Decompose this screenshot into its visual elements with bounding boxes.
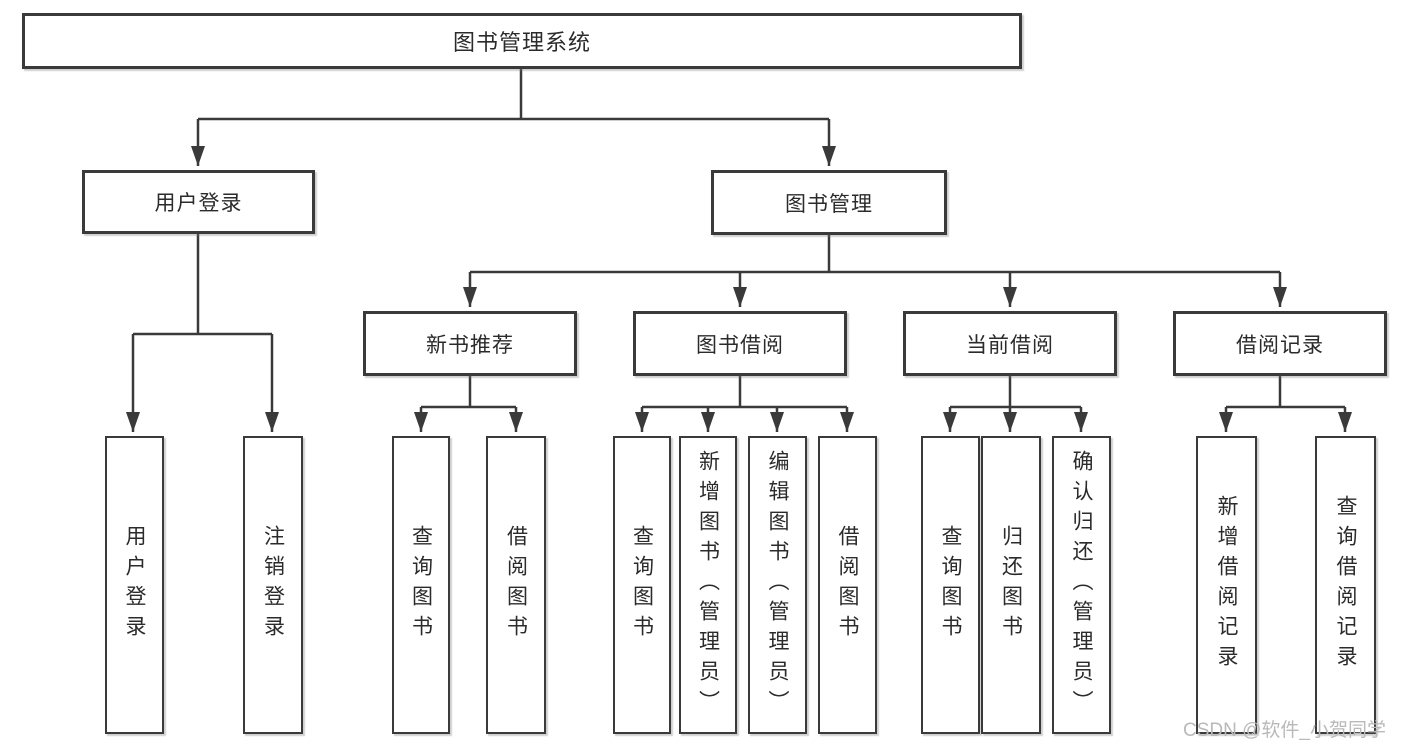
node-book-borrow: 图书借阅 — [633, 311, 847, 376]
leaf-br-add-record-label: 新增借阅记录 — [1215, 495, 1238, 675]
node-borrow-records-label: 借阅记录 — [1236, 333, 1324, 357]
connector-current-borrow-tee — [950, 376, 1081, 409]
leaf-br-query-record: 查询借阅记录 — [1315, 436, 1376, 734]
leaf-bb-add-books: 新增图书（管理员） — [679, 436, 737, 734]
leaf-user-login-label: 用户登录 — [123, 525, 146, 645]
node-user-login-label: 用户登录 — [154, 192, 243, 215]
node-new-book-recommend: 新书推荐 — [363, 311, 577, 376]
leaf-nbr-query-books: 查询图书 — [392, 436, 450, 734]
leaf-bb-edit-books-label: 编辑图书（管理员） — [766, 450, 789, 720]
leaf-cb-query-books: 查询图书 — [921, 436, 980, 734]
connector-user-login-tee — [133, 234, 272, 336]
node-current-borrow: 当前借阅 — [903, 311, 1117, 376]
leaf-cb-confirm-return: 确认归还（管理员） — [1052, 436, 1111, 734]
leaf-cb-return-books: 归还图书 — [981, 436, 1041, 734]
leaf-cb-query-books-label: 查询图书 — [939, 525, 962, 645]
node-book-management-label: 图书管理 — [785, 192, 873, 216]
leaf-br-add-record: 新增借阅记录 — [1196, 436, 1257, 734]
node-root: 图书管理系统 — [22, 13, 1022, 69]
node-user-login: 用户登录 — [82, 170, 315, 234]
leaf-nbr-borrow-books: 借阅图书 — [486, 436, 546, 734]
leaf-bb-borrow-books-label: 借阅图书 — [836, 525, 859, 645]
leaf-br-query-record-label: 查询借阅记录 — [1334, 495, 1357, 675]
node-borrow-records: 借阅记录 — [1173, 311, 1387, 376]
watermark: CSDN @软件_小贺同学 — [1183, 720, 1386, 741]
leaf-bb-edit-books: 编辑图书（管理员） — [748, 436, 807, 734]
connector-root-tee — [198, 68, 829, 121]
connector-borrow-records-tee — [1226, 376, 1345, 409]
leaf-nbr-query-books-label: 查询图书 — [409, 525, 433, 645]
node-root-label: 图书管理系统 — [452, 30, 591, 55]
leaf-bb-query-books: 查询图书 — [613, 436, 671, 734]
leaf-cb-confirm-return-label: 确认归还（管理员） — [1070, 450, 1093, 720]
leaf-bb-borrow-books: 借阅图书 — [818, 436, 877, 734]
leaf-bb-add-books-label: 新增图书（管理员） — [696, 450, 720, 720]
leaf-bb-query-books-label: 查询图书 — [630, 525, 654, 645]
leaf-cb-return-books-label: 归还图书 — [999, 525, 1023, 645]
leaf-user-login: 用户登录 — [105, 436, 164, 734]
connector-book-borrow-tee — [642, 376, 847, 409]
leaf-nbr-borrow-books-label: 借阅图书 — [504, 525, 528, 645]
node-current-borrow-label: 当前借阅 — [966, 333, 1054, 357]
connector-new-book-tee — [421, 376, 516, 409]
node-book-borrow-label: 图书借阅 — [696, 333, 784, 357]
leaf-logout: 注销登录 — [243, 436, 303, 734]
connector-book-management-tee — [470, 235, 1280, 274]
node-book-management: 图书管理 — [711, 170, 947, 235]
node-new-book-recommend-label: 新书推荐 — [426, 333, 514, 357]
leaf-logout-label: 注销登录 — [261, 525, 285, 645]
